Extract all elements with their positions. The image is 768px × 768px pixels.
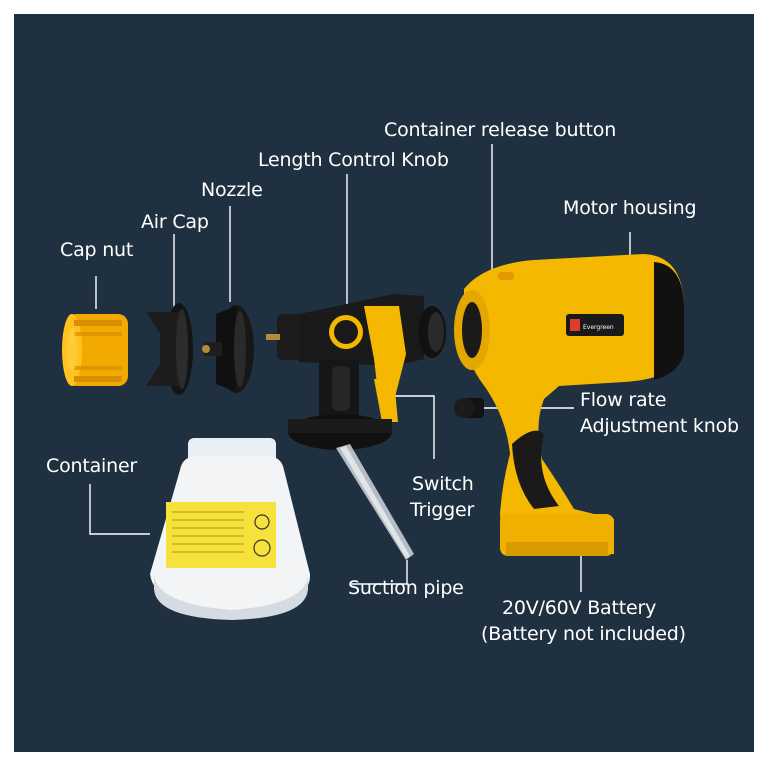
motor-housing-part: Evergreen — [454, 254, 684, 556]
label-suction-pipe: Suction pipe — [348, 577, 464, 599]
label-nozzle: Nozzle — [201, 179, 263, 201]
label-cap-nut: Cap nut — [60, 239, 134, 261]
label-battery-line1: 20V/60V Battery — [502, 597, 657, 619]
container-label-lines — [172, 511, 244, 553]
leader-switch-trigger — [390, 395, 435, 459]
cap-nut-part — [62, 314, 128, 386]
nozzle-part — [202, 305, 254, 393]
label-switch-trigger-line2: Trigger — [410, 499, 475, 521]
label-flow-rate-line2: Adjustment knob — [580, 415, 739, 437]
leader-container — [89, 484, 150, 535]
brand-badge — [566, 314, 624, 336]
label-battery-line2: (Battery not included) — [481, 623, 686, 645]
container-part — [150, 438, 311, 620]
spray-head-part — [266, 294, 446, 560]
label-flow-rate-line1: Flow rate — [580, 389, 667, 411]
sprayer-exploded-view: Evergreen — [62, 144, 684, 620]
leader-suction-pipe — [350, 560, 408, 585]
air-cap-part — [146, 303, 193, 395]
label-switch-trigger-line1: Switch — [412, 473, 474, 495]
label-motor-housing: Motor housing — [563, 197, 697, 219]
label-length-control-knob: Length Control Knob — [258, 149, 449, 171]
diagram-panel: Evergreen Container release button Lengt… — [14, 14, 754, 752]
label-container: Container — [46, 455, 138, 477]
label-air-cap: Air Cap — [141, 211, 209, 233]
brand-badge-text: Evergreen — [583, 324, 614, 331]
label-container-release-button: Container release button — [384, 119, 617, 141]
